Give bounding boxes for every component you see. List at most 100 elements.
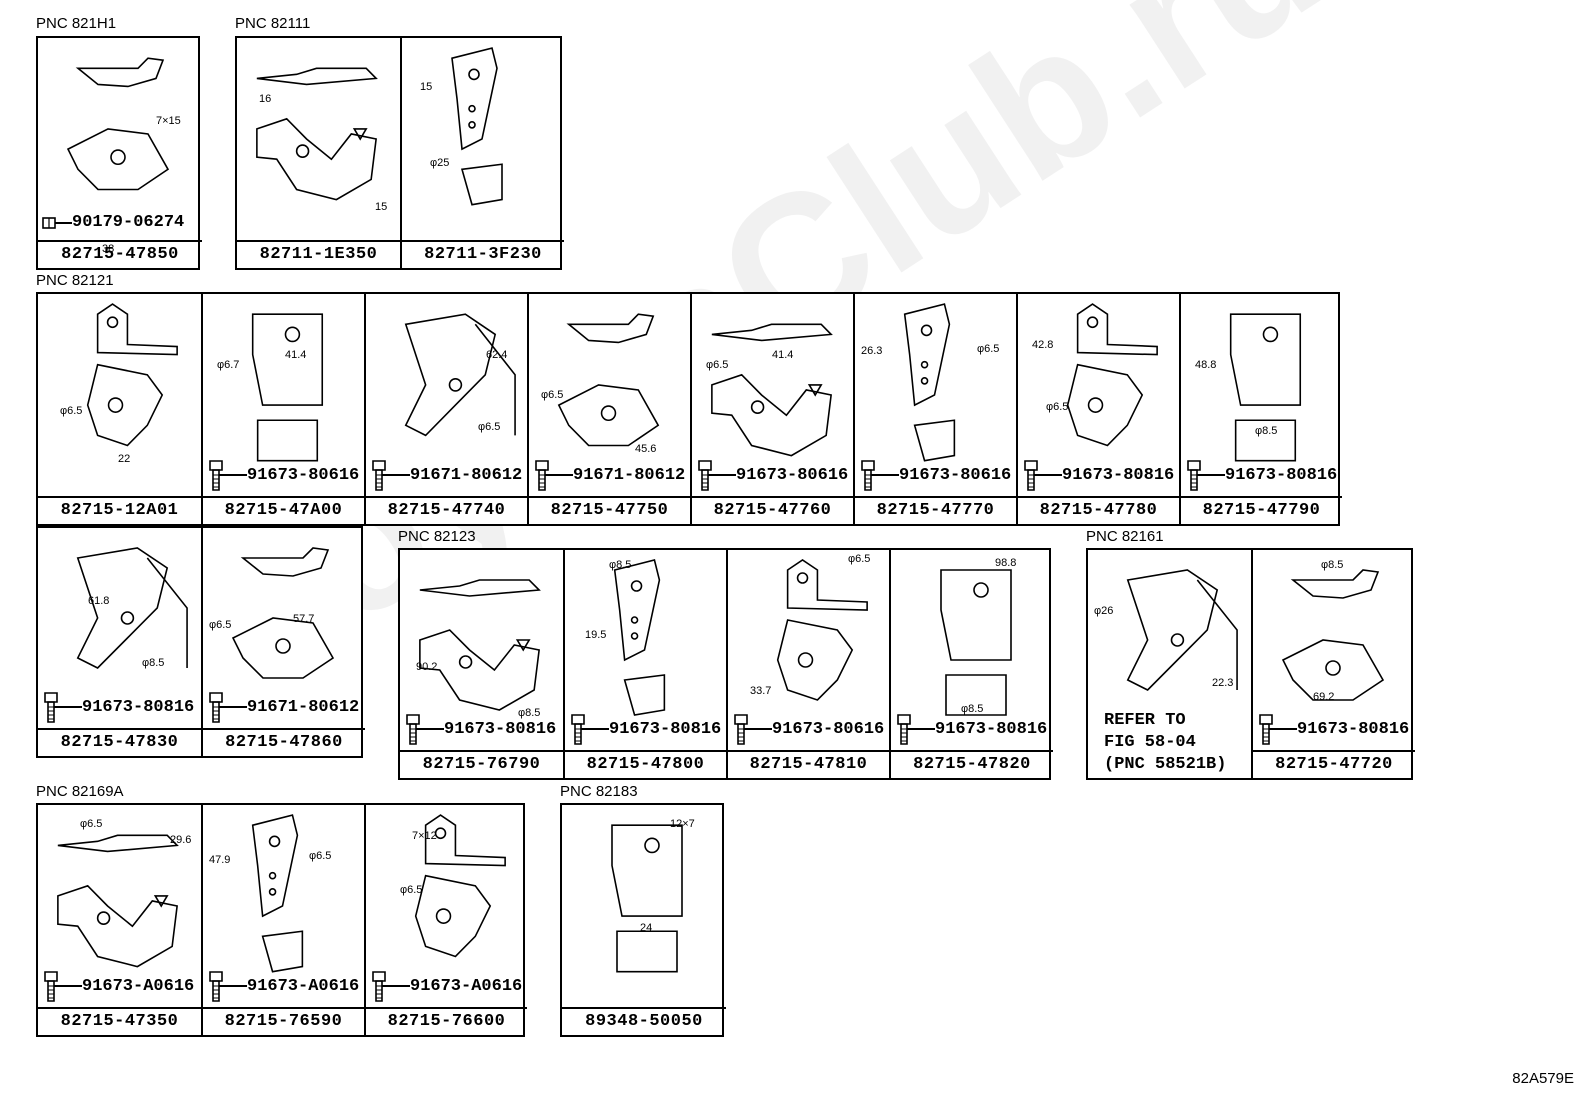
part-number[interactable]: 82715-47760 bbox=[692, 496, 853, 524]
fastener-part-number[interactable]: 91673-A0616 bbox=[410, 976, 523, 996]
refer-note[interactable]: REFER TO FIG 58-04 (PNC 58521B) bbox=[1104, 711, 1227, 774]
part-drawing bbox=[728, 550, 887, 755]
fastener-part-number[interactable]: 91673-80616 bbox=[899, 465, 1012, 485]
bolt-icon bbox=[209, 692, 247, 723]
dimension-label: φ6.5 bbox=[400, 884, 423, 896]
fastener-part-number[interactable]: 91671-80612 bbox=[410, 465, 523, 485]
bolt-icon bbox=[897, 714, 935, 745]
part-number[interactable]: 82715-47860 bbox=[203, 728, 365, 756]
bolt-icon bbox=[44, 971, 82, 1002]
fastener-part-number[interactable]: 91671-80612 bbox=[247, 697, 360, 717]
part-drawing bbox=[1018, 294, 1177, 501]
part-drawing bbox=[38, 805, 197, 1012]
part-number[interactable]: 82715-47830 bbox=[38, 728, 201, 756]
dimension-label: φ8.5 bbox=[1321, 559, 1344, 571]
fastener-callout: 91673-80816 bbox=[569, 712, 721, 746]
part-number[interactable]: 82715-76590 bbox=[203, 1007, 364, 1035]
fastener-callout: 91673-80816 bbox=[42, 690, 194, 724]
part-cell[interactable]: φ6.7 41.4 91673-80616 82715-47A00 bbox=[201, 294, 364, 524]
dimension-label: 15 bbox=[375, 201, 388, 213]
part-number[interactable]: 82715-47820 bbox=[891, 750, 1053, 778]
dimension-label: 26.3 bbox=[861, 345, 883, 357]
bolt-icon bbox=[698, 460, 736, 491]
part-number[interactable]: 82711-1E350 bbox=[237, 240, 400, 268]
part-number[interactable]: 82715-47810 bbox=[728, 750, 889, 778]
part-drawing bbox=[38, 38, 198, 245]
dimension-label: φ6.5 bbox=[848, 553, 871, 565]
fastener-part-number[interactable]: 91673-80616 bbox=[247, 465, 360, 485]
part-number[interactable]: 82715-47740 bbox=[366, 496, 527, 524]
part-number[interactable]: 82715-47800 bbox=[565, 750, 726, 778]
pnc-label: PNC 82123 bbox=[398, 528, 476, 545]
part-number[interactable]: 82715-47750 bbox=[529, 496, 690, 524]
fastener-part-number[interactable]: 90179-06274 bbox=[72, 213, 185, 232]
part-number[interactable]: 82715-76790 bbox=[400, 750, 563, 778]
part-number[interactable]: 89348-50050 bbox=[562, 1007, 726, 1035]
fastener-part-number[interactable]: 91671-80612 bbox=[573, 465, 686, 485]
fastener-callout: 90179-06274 bbox=[42, 213, 184, 232]
part-number[interactable]: 82715-47790 bbox=[1181, 496, 1342, 524]
fastener-part-number[interactable]: 91673-80816 bbox=[82, 697, 195, 717]
fastener-callout: 91673-80816 bbox=[1257, 712, 1409, 746]
part-drawing bbox=[1088, 550, 1247, 755]
fastener-part-number[interactable]: 91673-80816 bbox=[935, 719, 1048, 739]
dimension-label: φ25 bbox=[430, 157, 450, 169]
dimension-label: 41.4 bbox=[285, 349, 307, 361]
part-drawing bbox=[891, 550, 1051, 755]
fastener-part-number[interactable]: 91673-A0616 bbox=[82, 976, 195, 996]
fastener-part-number[interactable]: 91673-80816 bbox=[1225, 465, 1338, 485]
fastener-part-number[interactable]: 91673-80616 bbox=[736, 465, 849, 485]
dimension-label: φ26 bbox=[1094, 605, 1114, 617]
fastener-part-number[interactable]: 91673-A0616 bbox=[247, 976, 360, 996]
dimension-label: φ6.5 bbox=[309, 850, 332, 862]
bolt-icon bbox=[372, 460, 410, 491]
dimension-label: 12×7 bbox=[670, 818, 695, 830]
part-number[interactable]: 82715-76600 bbox=[366, 1007, 527, 1035]
part-number[interactable]: 82715-47350 bbox=[38, 1007, 201, 1035]
part-number[interactable]: 82715-47720 bbox=[1253, 750, 1415, 778]
dimension-label: φ8.5 bbox=[961, 703, 984, 715]
part-number[interactable]: 82715-47850 bbox=[38, 240, 202, 268]
part-drawing bbox=[237, 38, 396, 245]
bolt-icon bbox=[209, 971, 247, 1002]
dimension-label: φ6.7 bbox=[217, 359, 240, 371]
pnc-label: PNC 821H1 bbox=[36, 15, 117, 32]
part-number[interactable]: 82711-3F230 bbox=[402, 240, 564, 268]
fastener-part-number[interactable]: 91673-80816 bbox=[609, 719, 722, 739]
part-number[interactable]: 82715-47780 bbox=[1018, 496, 1179, 524]
part-drawing bbox=[366, 294, 525, 501]
part-drawing bbox=[1253, 550, 1413, 755]
part-number[interactable]: 82715-47770 bbox=[855, 496, 1016, 524]
part-number[interactable]: 82715-12A01 bbox=[38, 496, 201, 524]
fastener-part-number[interactable]: 91673-80816 bbox=[1062, 465, 1175, 485]
fastener-part-number[interactable]: 91673-80816 bbox=[1297, 719, 1410, 739]
fastener-part-number[interactable]: 91673-80616 bbox=[772, 719, 885, 739]
dimension-label: 90.2 bbox=[416, 661, 438, 673]
part-number[interactable]: 82715-47A00 bbox=[203, 496, 364, 524]
fastener-part-number[interactable]: 91673-80816 bbox=[444, 719, 557, 739]
